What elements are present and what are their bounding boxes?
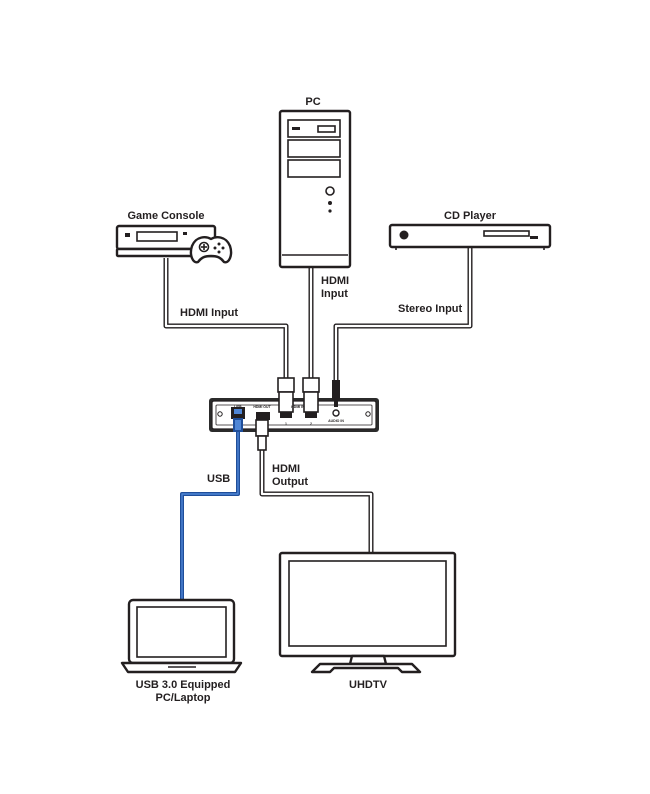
stereo-input-label: Stereo Input	[398, 303, 463, 315]
cd-player: CD Player	[388, 210, 552, 250]
game-console: Game Console	[115, 210, 233, 264]
cd-player-label: CD Player	[444, 210, 497, 222]
hdmi-cable-uhdtv	[259, 450, 374, 553]
hub-hdmi-out-label: HDMI OUT	[253, 405, 271, 409]
laptop-label-line1: USB 3.0 Equipped	[136, 679, 231, 691]
hdmi-cable-game-console	[163, 258, 289, 378]
game-controller-icon	[189, 236, 233, 264]
hdmi-output-label-line1: HDMI	[272, 463, 300, 475]
hdmi-input-label-pc-line2: Input	[321, 288, 348, 300]
hub-hdmi-in-1-port	[277, 377, 295, 418]
cables	[163, 248, 473, 600]
usb-label: USB	[207, 473, 230, 485]
hub-usb-port-label: USB	[234, 405, 242, 409]
hub-audio-in-port	[332, 380, 340, 417]
game-console-label: Game Console	[127, 210, 204, 222]
hub-device: USB HDMI OUT 1 2 HDMI IN AUDIO I	[209, 377, 379, 451]
pc-label: PC	[305, 96, 320, 108]
hub-hdmi-in-2-label: 2	[310, 422, 312, 426]
hdmi-output-label-line2: Output	[272, 476, 308, 488]
pc-tower: PC	[278, 96, 352, 269]
usb-cable-laptop	[180, 432, 240, 600]
hub-usb-port	[231, 407, 245, 432]
hub-hdmi-in-label: HDMI IN	[291, 405, 305, 409]
laptop-label-line2: PC/Laptop	[156, 692, 211, 704]
hub-audio-in-label: AUDIO IN	[328, 419, 344, 423]
hub-hdmi-in-2-port	[302, 377, 320, 418]
hdmi-input-label-game-console: HDMI Input	[180, 307, 238, 319]
hub-hdmi-out-port	[255, 412, 270, 451]
uhdtv: UHDTV	[278, 551, 457, 691]
hdmi-input-label-pc-line1: HDMI	[321, 275, 349, 287]
uhdtv-label: UHDTV	[349, 679, 388, 691]
laptop: USB 3.0 Equipped PC/Laptop	[120, 598, 243, 704]
stereo-cable-cd-player	[333, 248, 473, 380]
hub-hdmi-in-1-label: 1	[285, 422, 287, 426]
